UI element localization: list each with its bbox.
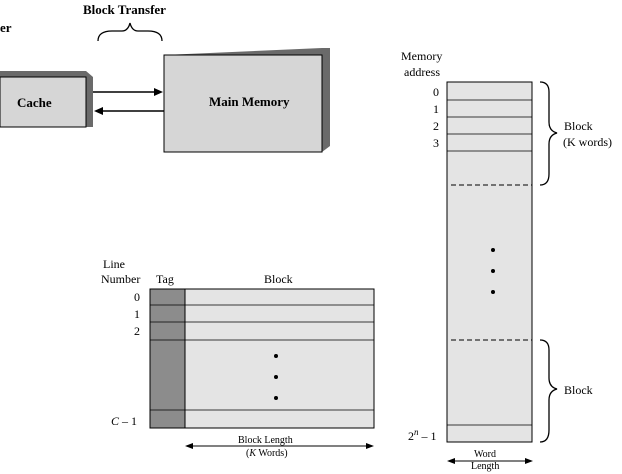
block-length-arrow xyxy=(185,443,374,449)
transfer-arrows xyxy=(93,88,164,115)
line-number-0: 0 xyxy=(134,290,140,304)
block-header: Block xyxy=(264,272,293,286)
cache-label: Cache xyxy=(17,95,52,110)
line-number-last: C – 1 xyxy=(111,414,138,428)
memory-address-0: 0 xyxy=(433,85,439,99)
line-number-1: 1 xyxy=(134,307,140,321)
memory-block-brace-bottom xyxy=(539,339,558,443)
word-length-label-1: Word xyxy=(474,449,496,460)
line-number-header-1: Line xyxy=(103,257,125,271)
block-length-label-1: Block Length xyxy=(238,435,293,446)
memory-address-3: 3 xyxy=(433,136,439,150)
line-number-2: 2 xyxy=(134,324,140,338)
memory-address-header-1: Memory xyxy=(401,49,443,63)
line-number-header-2: Number xyxy=(101,272,141,286)
block-transfer-brace xyxy=(97,22,163,42)
memory-address-last: 2n – 1 xyxy=(408,427,437,443)
memory-block-brace-top xyxy=(539,81,558,186)
cut-off-label: er xyxy=(0,21,12,34)
main-memory-box xyxy=(163,48,330,153)
block-transfer-label: Block Transfer xyxy=(83,2,166,17)
memory-block-label-top-2: (K words) xyxy=(563,135,612,149)
memory-address-header-2: address xyxy=(404,65,440,79)
word-length-label-2: Length xyxy=(471,461,500,472)
cache-box xyxy=(0,71,93,128)
main-memory-label: Main Memory xyxy=(209,94,290,109)
memory-column xyxy=(446,81,533,443)
memory-block-label-bottom: Block xyxy=(564,383,593,397)
memory-block-label-top-1: Block xyxy=(564,119,593,133)
memory-address-2: 2 xyxy=(433,119,439,133)
memory-address-1: 1 xyxy=(433,102,439,116)
word-length-arrow xyxy=(447,458,533,464)
cache-table xyxy=(149,288,375,429)
block-length-label-2: (K Words) xyxy=(246,448,288,459)
tag-header: Tag xyxy=(156,272,174,286)
